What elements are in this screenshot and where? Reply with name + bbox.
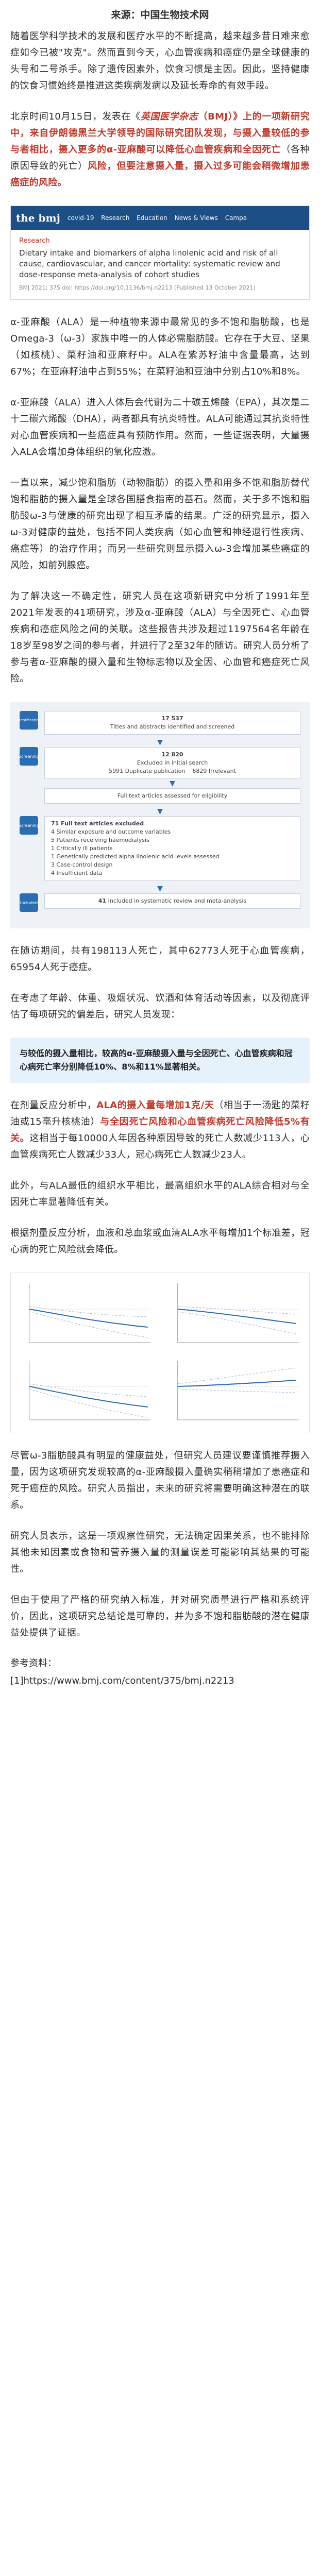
flow-label-excluded: Screening bbox=[19, 816, 39, 835]
exclusion-item: 4 Similar exposure and outcome variables bbox=[51, 828, 171, 835]
exclusion-item: 1 Critically ill patients bbox=[51, 845, 113, 852]
exclusion-item: 3 Case-control design bbox=[51, 861, 113, 868]
flow-box-identified: 17 537 Titles and abstracts identified a… bbox=[44, 711, 300, 735]
arrow-down-icon: ▼ bbox=[157, 885, 163, 893]
paragraph-intro: 随着医学科学技术的发展和医疗水平的不断提高，越来越多昔日难来愈症如今已被"攻克"… bbox=[10, 31, 310, 91]
paragraph-deaths: 在随访期间，共有198113人死亡，其中62773人死于心血管疾病，65954人… bbox=[10, 945, 310, 973]
flow-diagram: Identification 17 537 Titles and abstrac… bbox=[10, 702, 310, 928]
dose-chart bbox=[16, 1278, 156, 1350]
flow-label-identification: Identification bbox=[17, 711, 41, 730]
bmj-screenshot: the bmj covid-19 Research Education News… bbox=[10, 206, 310, 300]
dose-curve-1 bbox=[29, 1283, 150, 1343]
highlight-box: 与较低的摄入量相比，较高的α-亚麻酸摄入量与全因死亡、心血管疾病和冠心病死亡率分… bbox=[10, 1038, 310, 1083]
bmj-title: Dietary intake and biomarkers of alpha l… bbox=[19, 248, 280, 279]
paragraph-conclusion: 但由于使用了严格的研究纳入标准，并对研究质量进行严格和系统评价，因此，这项研究总… bbox=[10, 1595, 310, 1638]
arrow-down-icon: ▼ bbox=[157, 738, 163, 747]
paragraph-limitations: 研究人员表示，这是一项观察性研究，无法确定因果关系，也不能排除其他未知因素或食物… bbox=[10, 1531, 310, 1574]
dose-response-figure bbox=[10, 1273, 310, 1433]
paragraph-method: 为了解决这一不确定性，研究人员在这项新研究中分析了1991年至2021年发表的4… bbox=[10, 591, 310, 684]
paragraph-blood: 根据剂量反应分析，血液和总血浆或血清ALA水平每增加1个标准差，冠心病的死亡风险… bbox=[10, 1228, 310, 1255]
dose-chart bbox=[164, 1278, 305, 1350]
flow-label-screening: Screening bbox=[19, 747, 39, 766]
source-line: 来源：中国生物技术网 bbox=[111, 9, 209, 21]
arrow-down-icon: ▼ bbox=[157, 807, 163, 816]
bmj-nav: covid-19 Research Education News & Views… bbox=[67, 214, 247, 222]
flow-box-excluded: 12 820 Excluded in initial search 5991 D… bbox=[44, 747, 300, 779]
dose-curve-2 bbox=[177, 1283, 299, 1343]
paragraph-tissue: 此外，与ALA最低的组织水平相比，最高组织水平的ALA综合相对与全因死亡率显著降… bbox=[10, 1180, 310, 1208]
flow-box-included: 41 Included in systematic review and met… bbox=[44, 893, 300, 909]
paragraph-background: 一直以来，减少饱和脂肪（动物脂肪）的摄入量和用多不饱和脂肪替代饱和脂肪的摄入量是… bbox=[10, 478, 310, 571]
journal-name: 英国医学杂志 bbox=[140, 111, 198, 122]
arrow-down-icon: ▼ bbox=[170, 779, 175, 788]
flow-box-fulltext: Full text articles assessed for eligibil… bbox=[44, 788, 300, 804]
flow-box-fulltext-excluded: 71 Full text articles excluded 4 Similar… bbox=[44, 816, 300, 881]
dose-chart bbox=[164, 1355, 305, 1428]
paragraph-dose: 在剂量反应分析中，ALA的摄入量每增加1克/天（相当于一汤匙的菜籽油或15毫升核… bbox=[10, 1100, 310, 1160]
reference-link[interactable]: [1]https://www.bmj.com/content/375/bmj.n… bbox=[10, 1675, 234, 1686]
article: 来源：中国生物技术网 随着医学科学技术的发展和医疗水平的不断提高，越来越多昔日难… bbox=[10, 9, 310, 1686]
dose-curve-3 bbox=[29, 1361, 150, 1420]
bmj-doi: BMJ 2021; 375 doi: https://doi.org/10.11… bbox=[19, 284, 256, 291]
paragraph-adjust: 在考虑了年龄、体重、吸烟状况、饮酒和体育活动等因素，以及彻底评估了每项研究的偏差… bbox=[10, 993, 310, 1020]
exclusion-item: 1 Genetically predicted alpha linolenic … bbox=[51, 853, 220, 860]
paragraph-ala: α-亚麻酸（ALA）是一种植物来源中最常见的多不饱和脂肪酸，也是Omega-3（… bbox=[10, 317, 310, 377]
dose-chart bbox=[16, 1355, 156, 1428]
bmj-logo: the bmj bbox=[16, 212, 60, 224]
dose-curve-4 bbox=[177, 1361, 299, 1420]
bmj-header: the bmj covid-19 Research Education News… bbox=[11, 206, 309, 230]
flow-label-included: Included bbox=[20, 893, 38, 912]
exclusion-item: 5 Patients receiving haemodialysis bbox=[51, 837, 149, 843]
paragraph-study: 北京时间10月15日，发表在《英国医学杂志（BMJ）》上的一项新研究中，来自伊朗… bbox=[10, 111, 310, 188]
references-title: 参考资料： bbox=[10, 1658, 57, 1669]
paragraph-caution: 尽管ω-3脂肪酸具有明显的健康益处，但研究人员建议要谨慎推荐摄入量，因为这项研究… bbox=[10, 1450, 310, 1511]
paragraph-metabolism: α-亚麻酸（ALA）进入人体后会代谢为二十碳五烯酸（EPA），其次是二十二碳六烯… bbox=[10, 397, 310, 457]
exclusion-item: 4 Insufficient data bbox=[51, 870, 103, 876]
bmj-section: Research bbox=[19, 237, 50, 245]
